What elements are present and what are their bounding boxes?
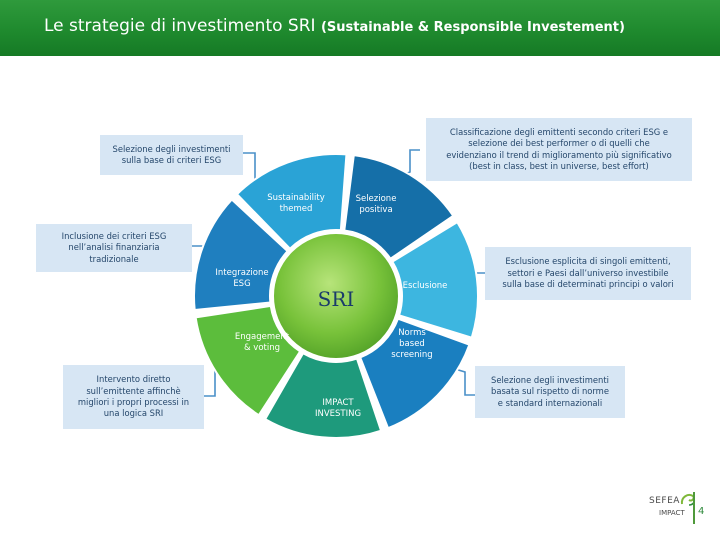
page-subtitle: (Sustainable & Responsible Investement) bbox=[320, 20, 625, 35]
segment-label-line: IMPACT bbox=[322, 398, 354, 408]
segments-layer bbox=[193, 153, 479, 439]
segment-label-engagement-voting: Engagement& voting bbox=[235, 332, 290, 353]
callout-norme: Selezione degli investimenti basata sul … bbox=[475, 366, 625, 418]
callout-line: Selezione degli investimenti bbox=[112, 143, 231, 154]
callout-line: selezione dei best performer o di quelli… bbox=[468, 138, 650, 149]
page-number: 4 bbox=[698, 506, 705, 517]
segment-label-line: positiva bbox=[359, 205, 392, 215]
callout-line: migliori i propri processi in bbox=[77, 397, 190, 407]
segment-label-line: ESG bbox=[233, 279, 250, 289]
segment-label-line: Engagement bbox=[235, 332, 290, 342]
segment-label-line: Selezione bbox=[356, 194, 397, 204]
callout-text: Classificazione degli emittenti secondo … bbox=[446, 127, 672, 172]
callout-line: Inclusione dei criteri ESG bbox=[61, 230, 167, 241]
callout-line: e standard internazionali bbox=[497, 397, 603, 408]
callout-inclusione: Inclusione dei criteri ESG nell’analisi … bbox=[36, 224, 192, 272]
callout-classificazione: Classificazione degli emittenti secondo … bbox=[426, 118, 692, 181]
callout-line: Classificazione degli emittenti secondo … bbox=[449, 126, 669, 137]
segment-label-line: themed bbox=[280, 204, 313, 214]
page-title-main: Le strategie di investimento SRI bbox=[44, 16, 316, 36]
center-label: SRI bbox=[318, 287, 355, 311]
callout-text: Esclusione esplicita di singoli emittent… bbox=[502, 256, 673, 290]
callout-intervento: Intervento diretto sull’emittente affinc… bbox=[63, 365, 204, 429]
segment-label-line: Sustainability bbox=[267, 193, 325, 203]
callout-line: una logica SRI bbox=[103, 408, 164, 419]
callout-line: nell’analisi finanziaria bbox=[68, 242, 160, 253]
segment-label-line: screening bbox=[391, 350, 432, 360]
footer-divider bbox=[693, 492, 695, 524]
callout-line: Esclusione esplicita di singoli emittent… bbox=[505, 256, 671, 267]
callout-text: Inclusione dei criteri ESG nell’analisi … bbox=[62, 231, 167, 265]
segment-label-line: & voting bbox=[244, 343, 280, 353]
sefea-impact-logo: SEFEA IMPACT bbox=[645, 492, 715, 526]
title-bar: Le strategie di investimento SRI (Sustai… bbox=[0, 0, 720, 56]
callout-line: sulla base di determinati principi o val… bbox=[502, 279, 674, 290]
segment-label-line: based bbox=[399, 339, 425, 349]
callout-text: Selezione degli investimenti basata sul … bbox=[491, 375, 609, 409]
callout-line: settori e Paesi dall’universo investibil… bbox=[507, 267, 669, 278]
callout-selezione-esg: Selezione degli investimenti sulla base … bbox=[100, 135, 243, 175]
segment-label-line: Integrazione bbox=[215, 268, 268, 278]
callout-line: Selezione degli investimenti bbox=[491, 374, 609, 385]
segment-label-line: Esclusione bbox=[403, 281, 448, 291]
callout-line: sull’emittente affinchè bbox=[86, 385, 181, 396]
page-title: Le strategie di investimento SRI (Sustai… bbox=[44, 16, 625, 36]
segment-label-line: Norms bbox=[398, 328, 426, 338]
segment-label-esclusione: Esclusione bbox=[403, 281, 448, 291]
callout-line: evidenziano il trend di miglioramento pi… bbox=[446, 149, 672, 160]
callout-line: tradizionale bbox=[89, 253, 139, 264]
callout-text: Intervento diretto sull’emittente affinc… bbox=[78, 374, 189, 419]
callout-line: (best in class, best in universe, best e… bbox=[469, 160, 649, 171]
callout-text: Selezione degli investimenti sulla base … bbox=[113, 144, 231, 167]
callout-line: basata sul rispetto di norme bbox=[491, 386, 609, 397]
center-disc bbox=[270, 230, 402, 362]
logo-subtext: IMPACT bbox=[659, 509, 685, 517]
segment-label-line: INVESTING bbox=[315, 409, 361, 419]
callout-line: sulla base di criteri ESG bbox=[121, 155, 222, 165]
callout-esclusione: Esclusione esplicita di singoli emittent… bbox=[485, 247, 691, 300]
callout-line: Intervento diretto bbox=[96, 374, 171, 385]
logo-text: SEFEA bbox=[649, 496, 680, 506]
